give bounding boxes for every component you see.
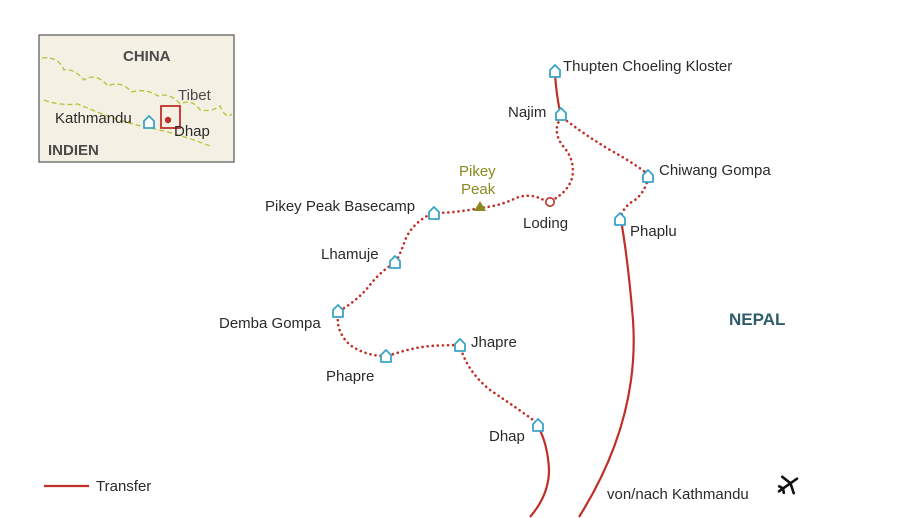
inset-label-indien: INDIEN (48, 142, 99, 159)
jhapre-hut-icon (454, 338, 466, 352)
pikey-peak-triangle-icon (474, 201, 486, 211)
najim-hut-icon (555, 107, 567, 121)
inset-frame (38, 34, 235, 163)
label-phaplu: Phaplu (630, 223, 677, 240)
trek-route-lhamuje-demba (339, 262, 395, 312)
label-dhap: Dhap (489, 428, 525, 445)
demba-hut-icon (332, 304, 344, 318)
inset-label-china: CHINA (123, 48, 171, 65)
phaplu-hut-icon (614, 212, 626, 226)
legend: Transfer (44, 478, 151, 495)
basecamp-hut-icon (428, 206, 440, 220)
phapre-hut-icon (380, 349, 392, 363)
inset-dhap-dot-icon (164, 116, 172, 124)
label-phapre: Phapre (326, 368, 374, 385)
airplane-icon (777, 475, 799, 495)
trek-route-demba-phapre (336, 313, 387, 358)
inset-label-dhap: Dhap (174, 123, 210, 140)
trek-route-phapre-jhapre (386, 343, 461, 358)
trek-route-loding-basecamp (438, 194, 549, 215)
transfer-route-dhap-south (529, 425, 551, 518)
label-thupten: Thupten Choeling Kloster (563, 58, 732, 75)
thupten-hut-icon (549, 64, 561, 78)
loding-waypoint-icon (544, 197, 555, 208)
trek-route-jhapre-dhap (459, 347, 538, 424)
label-jhapre: Jhapre (471, 334, 517, 351)
label-najim: Najim (508, 104, 546, 121)
label-pikey-basecamp: Pikey Peak Basecamp (265, 198, 415, 215)
inset-label-tibet: Tibet (178, 87, 212, 104)
trek-route-najim-chiwang (561, 116, 647, 174)
inset-label-kathmandu: Kathmandu (55, 110, 132, 127)
label-kathmandu-air: von/nach Kathmandu (607, 486, 749, 503)
label-demba: Demba Gompa (219, 315, 321, 332)
trek-route-chiwang-phaplu (619, 176, 650, 218)
label-lhamuje: Lhamuje (321, 246, 379, 263)
transfer-route-phaplu-south (578, 219, 635, 518)
trek-route-najim-loding (549, 116, 575, 203)
label-loding: Loding (523, 215, 568, 232)
label-chiwang: Chiwang Gompa (659, 162, 771, 179)
legend-transfer-label: Transfer (96, 478, 151, 495)
label-pikey-peak-line1: Pikey (459, 163, 496, 180)
transfer-route-thupten-najim (553, 72, 562, 113)
label-pikey-peak-line2: Peak (461, 181, 496, 198)
dhap-hut-icon (532, 418, 544, 432)
trek-route-basecamp-lhamuje (394, 212, 433, 264)
inset-map: CHINA Tibet Kathmandu Dhap INDIEN (38, 34, 235, 163)
inset-border-line-south (43, 99, 211, 147)
inset-highlight-box (160, 105, 181, 129)
label-region-nepal: NEPAL (729, 310, 785, 329)
